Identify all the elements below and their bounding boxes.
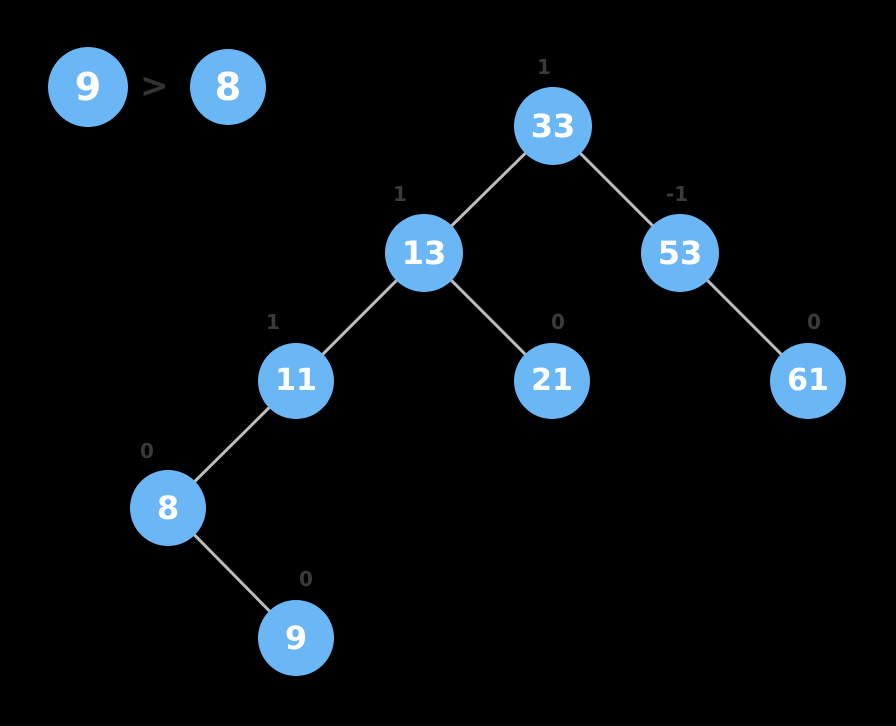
comparison-left-node[interactable]: 9 — [48, 47, 128, 127]
node-balance-factor: 0 — [140, 439, 154, 463]
comparison-panel: 9 > 8 — [0, 0, 300, 180]
node-balance-factor: 1 — [537, 55, 551, 79]
tree-node[interactable]: 11 — [258, 343, 334, 419]
tree-node-value: 9 — [284, 619, 308, 657]
comparison-right-node[interactable]: 8 — [190, 49, 266, 125]
node-balance-factor: 1 — [393, 182, 407, 206]
tree-node[interactable]: 61 — [770, 343, 846, 419]
node-balance-factor: 0 — [299, 567, 313, 591]
comparison-operator: > — [140, 66, 169, 106]
tree-node-value: 21 — [531, 363, 573, 398]
tree-node[interactable]: 21 — [514, 343, 590, 419]
comparison-left-value: 9 — [74, 65, 102, 109]
tree-node-value: 33 — [530, 107, 576, 145]
tree-node-value: 61 — [787, 363, 829, 398]
tree-node-value: 8 — [156, 489, 180, 527]
tree-node-value: 13 — [401, 234, 447, 272]
tree-node-value: 53 — [657, 234, 703, 272]
node-balance-factor: 0 — [807, 310, 821, 334]
tree-node[interactable]: 9 — [258, 600, 334, 676]
tree-node[interactable]: 8 — [130, 470, 206, 546]
comparison-right-value: 8 — [214, 65, 242, 109]
tree-node[interactable]: 13 — [385, 214, 463, 292]
tree-node[interactable]: 53 — [641, 214, 719, 292]
node-balance-factor: 1 — [266, 310, 280, 334]
tree-node-value: 11 — [275, 363, 317, 398]
node-balance-factor: 0 — [551, 310, 565, 334]
tree-node[interactable]: 33 — [514, 87, 592, 165]
node-balance-factor: -1 — [665, 182, 689, 206]
